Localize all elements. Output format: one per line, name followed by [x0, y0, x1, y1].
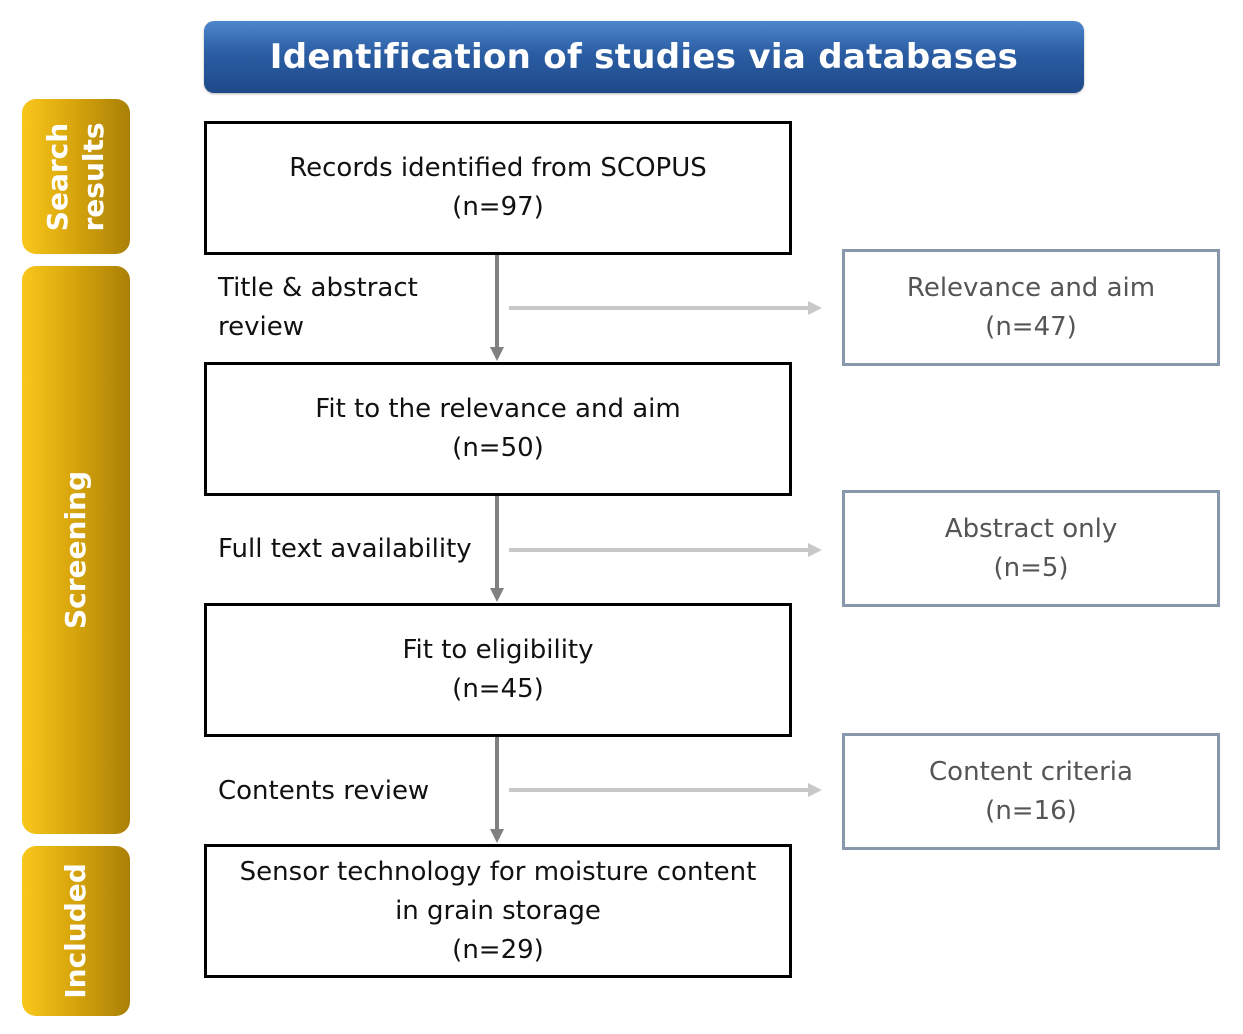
excluded-content-criteria-box: Content criteria (n=16)	[842, 733, 1220, 850]
step-contents-review-label: Contents review	[218, 776, 430, 806]
stage-screening: Screening	[22, 266, 130, 834]
header-title: Identification of studies via databases	[269, 37, 1019, 77]
diagram-header: Identification of studies via databases	[204, 21, 1084, 93]
excluded-abstract-only-box: Abstract only (n=5)	[842, 490, 1220, 607]
stage-included: Included	[22, 846, 130, 1016]
included-studies-box: Sensor technology for moisture content i…	[204, 844, 792, 978]
step-title-abstract-label: Title & abstract review	[218, 273, 418, 342]
eligibility-box: Fit to eligibility (n=45)	[204, 603, 792, 737]
records-identified-box: Records identified from SCOPUS (n=97)	[204, 121, 792, 255]
relevance-fit-box: Fit to the relevance and aim (n=50)	[204, 362, 792, 496]
excluded-relevance-box: Relevance and aim (n=47)	[842, 249, 1220, 366]
step-full-text-label: Full text availability	[218, 534, 472, 564]
stage-search-results: Search results	[22, 99, 130, 254]
